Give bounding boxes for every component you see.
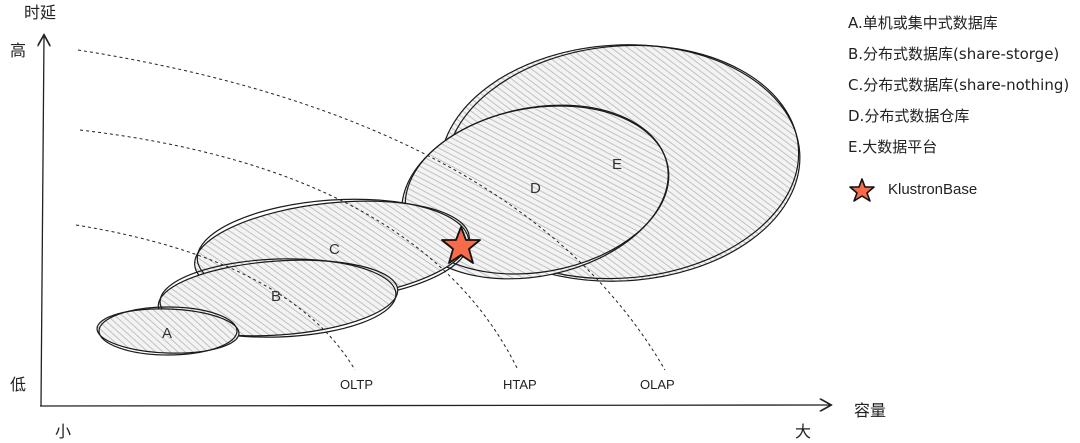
ellipse-c-label: C xyxy=(329,241,340,258)
legend-item-e: E.大数据平台 xyxy=(848,138,938,156)
x-axis xyxy=(39,405,830,406)
legend-item-klustronbase: KlustronBase xyxy=(848,174,977,205)
olap-curve xyxy=(77,49,666,371)
htap-label: HTAP xyxy=(503,377,537,392)
klustronbase-star-icon xyxy=(441,226,481,264)
olap-label: OLAP xyxy=(640,377,675,392)
legend-item-c: C.分布式数据库(share-nothing) xyxy=(848,76,1070,94)
legend-marker-label: KlustronBase xyxy=(888,180,978,198)
oltp-label: OLTP xyxy=(340,377,373,392)
legend: A.单机或集中式数据库 B.分布式数据库(share-storge) C.分布式… xyxy=(848,12,1070,202)
legend-item-a: A.单机或集中式数据库 xyxy=(848,14,998,32)
x-large-label: 大 xyxy=(795,422,811,441)
legend-item-d: D.分布式数据仓库 xyxy=(848,107,970,125)
ellipse-d-label: D xyxy=(530,180,541,197)
ellipse-a xyxy=(96,308,240,354)
x-axis-title: 容量 xyxy=(854,401,886,420)
star-icon xyxy=(849,177,875,202)
y-axis-title: 时延 xyxy=(24,3,56,22)
oltp-curve xyxy=(75,224,356,371)
legend-item-b: B.分布式数据库(share-storge) xyxy=(848,45,1060,63)
ellipse-a-label: A xyxy=(162,325,172,342)
y-low-label: 低 xyxy=(10,375,26,394)
y-axis xyxy=(41,36,44,407)
ellipse-e-label: E xyxy=(612,156,622,173)
ellipse-b-label: B xyxy=(271,288,281,305)
htap-curve xyxy=(79,129,519,371)
y-high-label: 高 xyxy=(10,41,26,60)
x-small-label: 小 xyxy=(55,422,71,441)
